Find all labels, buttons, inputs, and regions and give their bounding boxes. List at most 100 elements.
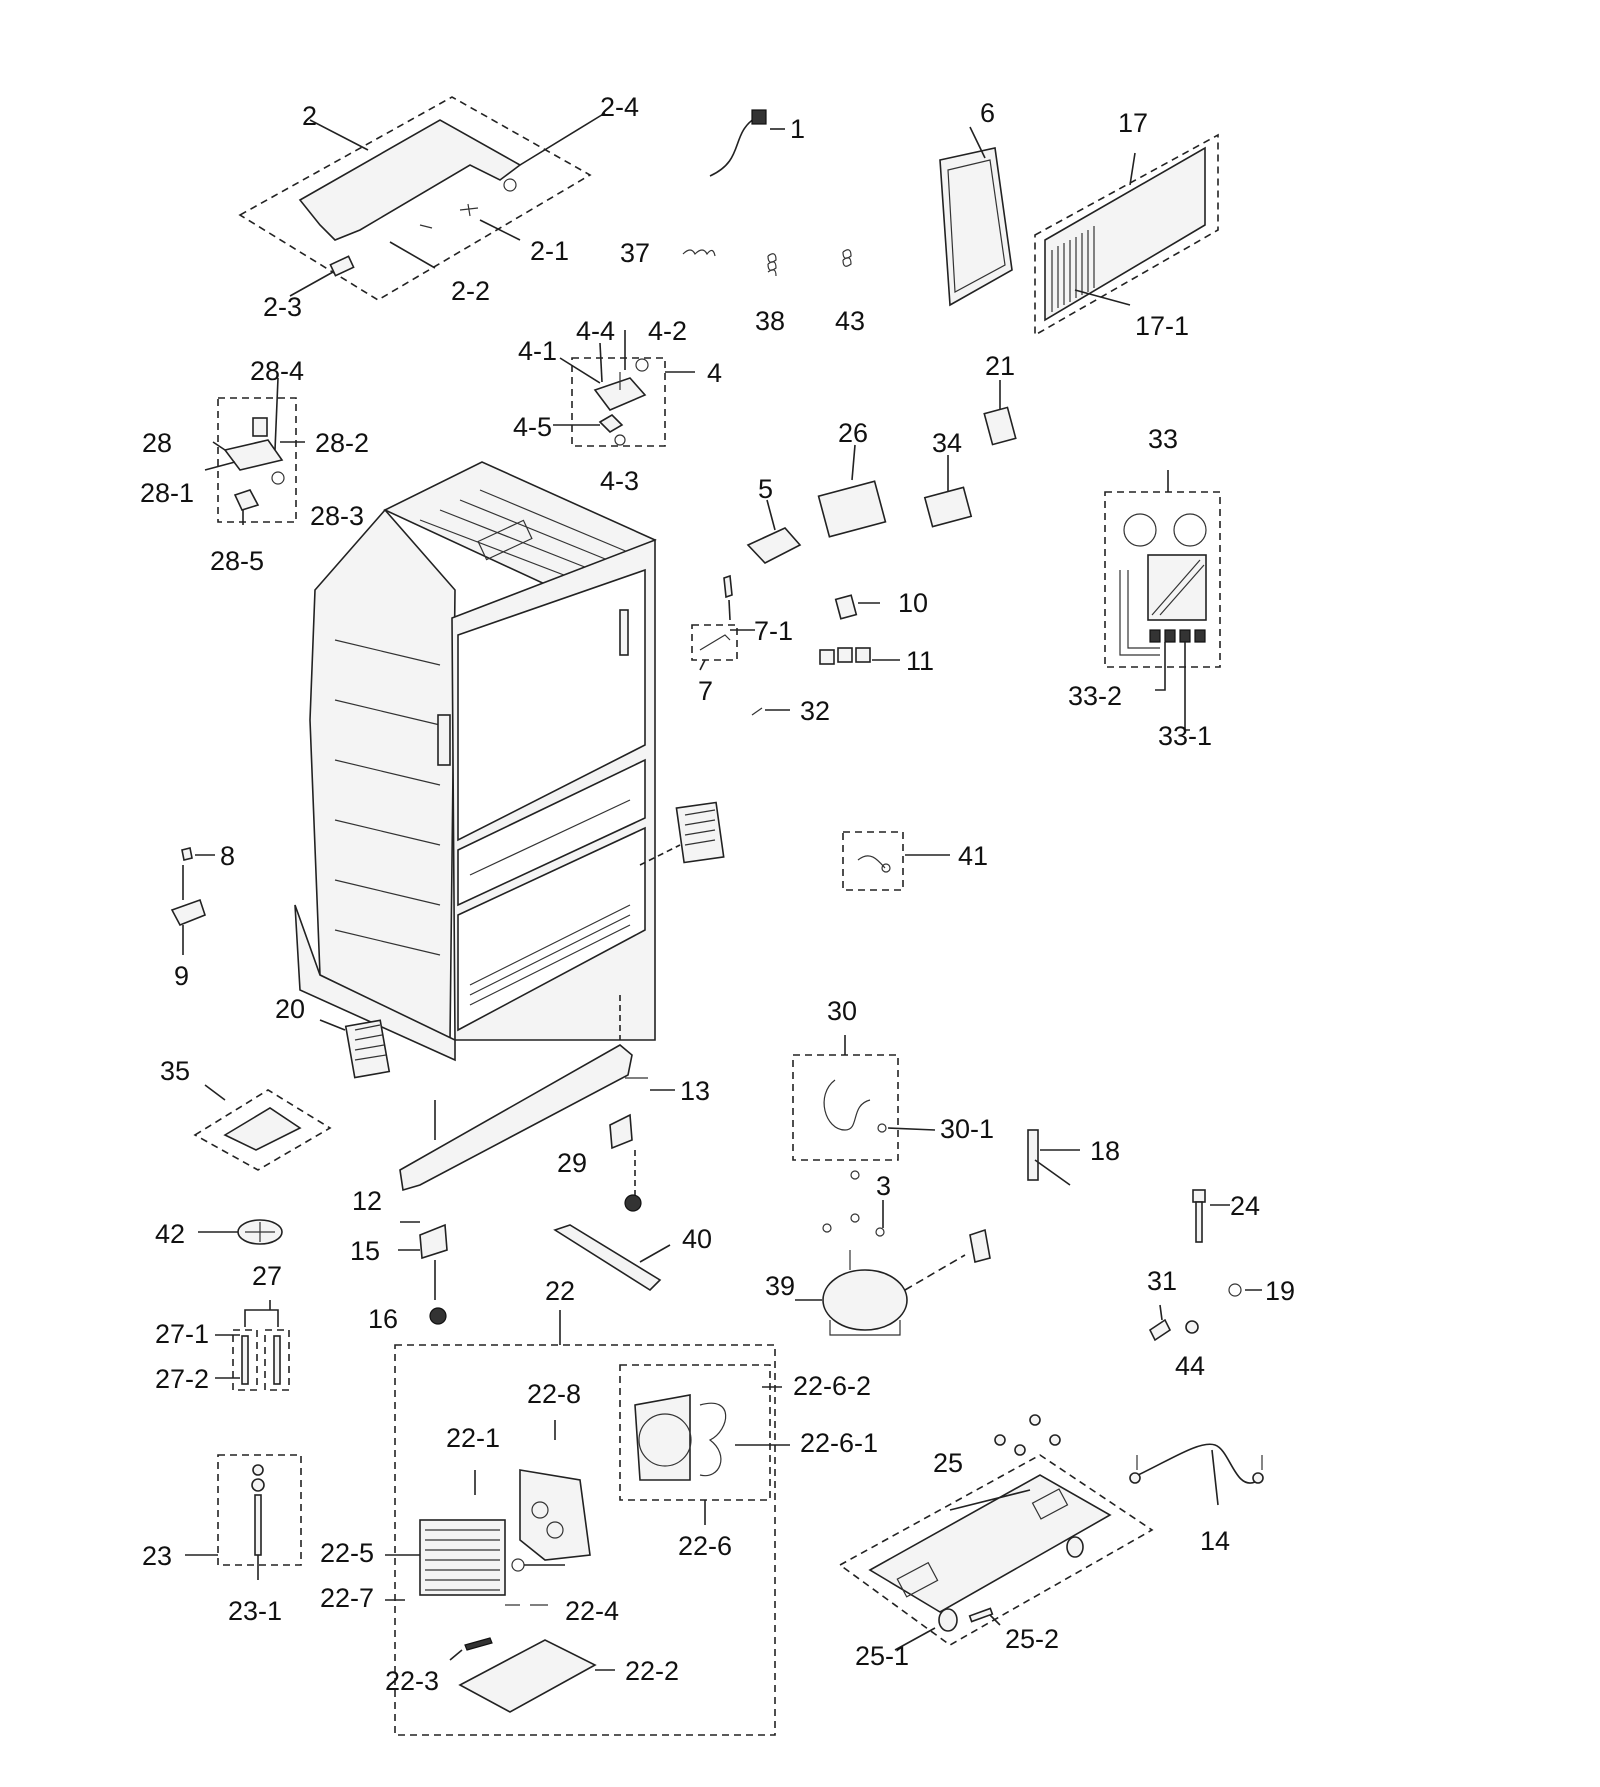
label-25: 25 (933, 1448, 963, 1478)
label-43: 43 (835, 306, 865, 336)
label-23-1: 23-1 (228, 1596, 282, 1626)
label-22-3: 22-3 (385, 1666, 439, 1696)
label-5: 5 (758, 474, 773, 504)
label-22-6-2: 22-6-2 (793, 1371, 871, 1401)
label-7-1: 7-1 (754, 616, 793, 646)
label-19: 19 (1265, 1276, 1295, 1306)
label-33-2: 33-2 (1068, 681, 1122, 711)
label-41: 41 (958, 841, 988, 871)
label-22-2: 22-2 (625, 1656, 679, 1686)
label-44: 44 (1175, 1351, 1205, 1381)
label-2-4: 2-4 (600, 92, 639, 122)
label-17-1: 17-1 (1135, 311, 1189, 341)
part-42-27-23-parts (185, 1219, 302, 1580)
label-14: 14 (1200, 1526, 1230, 1556)
label-2-3: 2-3 (263, 292, 302, 322)
label-8: 8 (220, 841, 235, 871)
part-8-9-brackets (170, 847, 215, 955)
label-34: 34 (932, 428, 962, 458)
label-9: 9 (174, 961, 189, 991)
label-35: 35 (160, 1056, 190, 1086)
label-29: 29 (557, 1148, 587, 1178)
part-14-cable (1129, 1443, 1264, 1506)
label-28: 28 (142, 428, 172, 458)
label-31: 31 (1147, 1266, 1177, 1296)
label-25-2: 25-2 (1005, 1624, 1059, 1654)
callout-labels: 1 2 2-1 2-2 2-3 2-4 3 4 4-1 4-2 4-3 4-4 … (140, 92, 1295, 1696)
label-2-1: 2-1 (530, 236, 569, 266)
label-37: 37 (620, 238, 650, 268)
label-4-5: 4-5 (513, 412, 552, 442)
part-41-sensor (842, 831, 950, 891)
label-28-1: 28-1 (140, 478, 194, 508)
part-20-35-parts (193, 1019, 391, 1171)
label-28-2: 28-2 (315, 428, 369, 458)
label-39: 39 (765, 1271, 795, 1301)
label-33: 33 (1148, 424, 1178, 454)
label-40: 40 (682, 1224, 712, 1254)
label-6: 6 (980, 98, 995, 128)
label-22-7: 22-7 (320, 1583, 374, 1613)
label-3: 3 (876, 1171, 891, 1201)
label-21: 21 (985, 351, 1015, 381)
label-27-2: 27-2 (155, 1364, 209, 1394)
label-27-1: 27-1 (155, 1319, 209, 1349)
label-22-1: 22-1 (446, 1423, 500, 1453)
label-20: 20 (275, 994, 305, 1024)
label-30: 30 (827, 996, 857, 1026)
label-25-1: 25-1 (855, 1641, 909, 1671)
part-39-compressor (795, 1170, 991, 1336)
label-15: 15 (350, 1236, 380, 1266)
label-4-4: 4-4 (576, 316, 615, 346)
part-30-harness (792, 1035, 936, 1161)
label-1: 1 (790, 114, 805, 144)
label-22: 22 (545, 1276, 575, 1306)
parts-18-24-19-31-44 (1027, 1129, 1262, 1342)
label-42: 42 (155, 1219, 185, 1249)
label-2: 2 (302, 101, 317, 131)
part-4-hinge-assembly (553, 330, 695, 447)
label-22-5: 22-5 (320, 1538, 374, 1568)
part-28-hinge-assembly (204, 377, 305, 525)
label-24: 24 (1230, 1191, 1260, 1221)
evaporator-coil (419, 1519, 506, 1596)
label-17: 17 (1118, 108, 1148, 138)
label-28-5: 28-5 (210, 546, 264, 576)
label-26: 26 (838, 418, 868, 448)
label-28-3: 28-3 (310, 501, 364, 531)
label-11: 11 (906, 646, 934, 676)
refrigerator-cabinet (294, 461, 725, 1062)
label-27: 27 (252, 1261, 282, 1291)
label-22-8: 22-8 (527, 1379, 581, 1409)
part-22-evaporator-assembly (385, 1310, 790, 1736)
part-1-power-cord (709, 109, 785, 177)
part-25-base-plate (838, 1414, 1154, 1651)
part-33-kit-box (1104, 470, 1221, 731)
label-28-4: 28-4 (250, 356, 304, 386)
label-22-6: 22-6 (678, 1531, 732, 1561)
part-17-back-panel (1034, 133, 1219, 337)
label-4-1: 4-1 (518, 336, 557, 366)
label-22-4: 22-4 (565, 1596, 619, 1626)
front-rail-parts (398, 995, 675, 1325)
label-16: 16 (368, 1304, 398, 1334)
part-2-top-cover-group (238, 96, 606, 301)
label-32: 32 (800, 696, 830, 726)
label-18: 18 (1090, 1136, 1120, 1166)
label-4-2: 4-2 (648, 316, 687, 346)
label-23: 23 (142, 1541, 172, 1571)
label-38: 38 (755, 306, 785, 336)
label-7: 7 (698, 676, 713, 706)
control-parts-cluster (691, 380, 1017, 716)
label-4-3: 4-3 (600, 466, 639, 496)
label-4: 4 (707, 358, 722, 388)
label-12: 12 (352, 1186, 382, 1216)
label-33-1: 33-1 (1158, 721, 1212, 751)
label-22-6-1: 22-6-1 (800, 1428, 878, 1458)
label-30-1: 30-1 (940, 1114, 994, 1144)
part-6-label-sheet (939, 126, 1013, 307)
part-37-38-43-coil-parts (682, 249, 852, 277)
label-10: 10 (898, 588, 928, 618)
label-13: 13 (680, 1076, 710, 1106)
